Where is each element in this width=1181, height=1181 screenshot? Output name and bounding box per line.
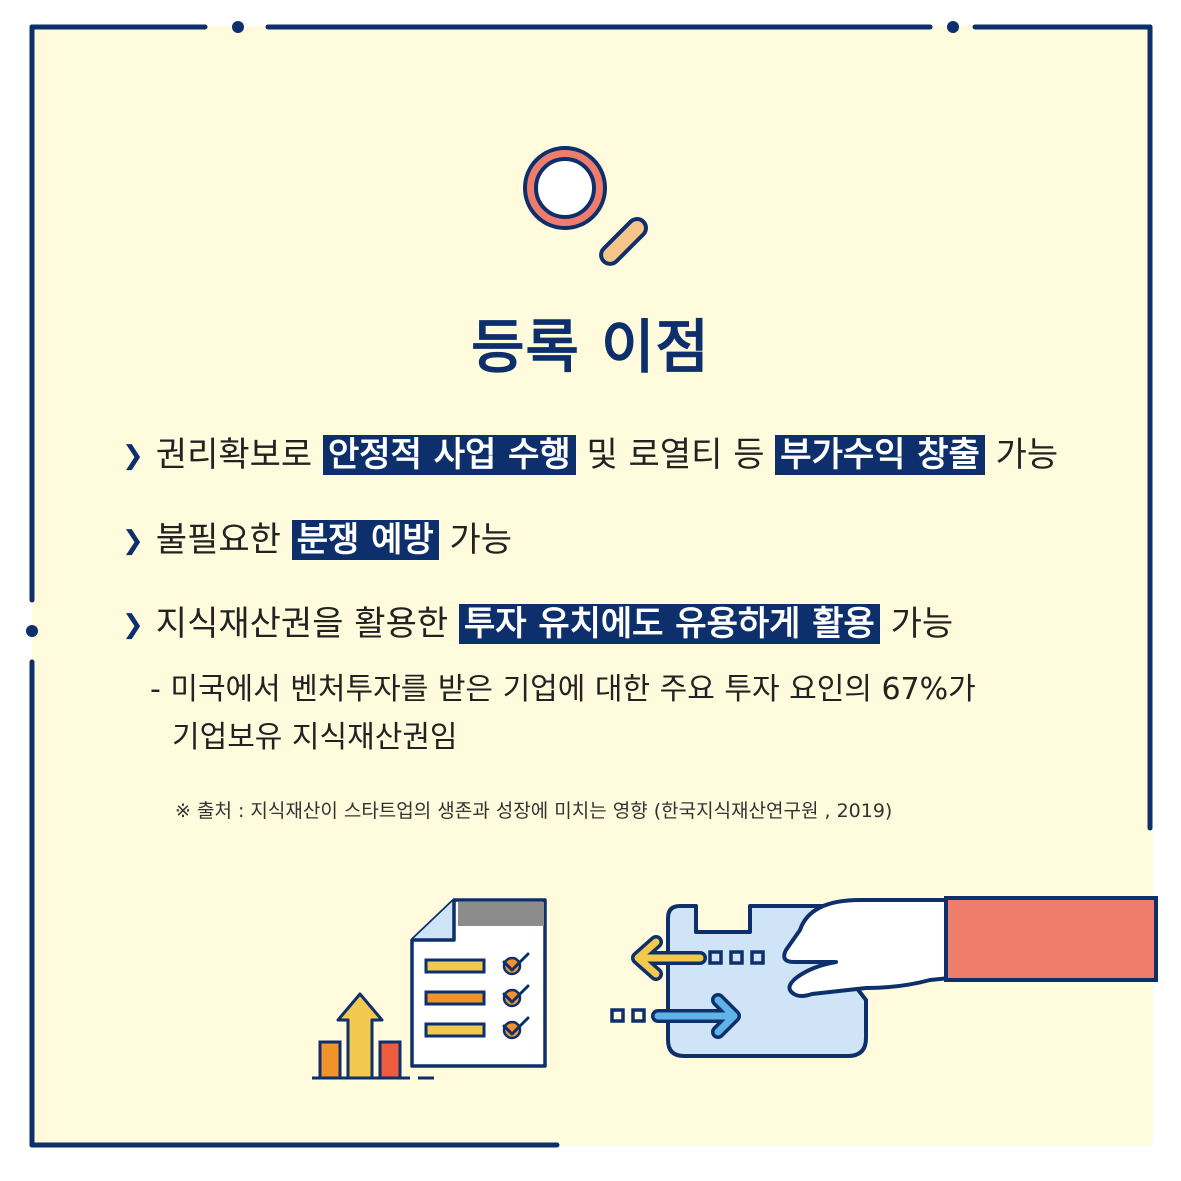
illustration-group [312, 896, 1158, 1080]
sub-note-line-2: 기업보유 지식재산권임 [172, 720, 458, 755]
bullet-text: 및 로열티 등 [575, 435, 776, 475]
bullet-text: 가능 [984, 435, 1059, 475]
bullet-item-3: ❯ 지식재산권을 활용한 투자 유치에도 유용하게 활용 가능 [122, 596, 953, 645]
checklist-document-icon [410, 898, 547, 1068]
chevron-right-icon: ❯ [122, 441, 144, 471]
bullet-highlight: 투자 유치에도 유용하게 활용 [458, 604, 880, 644]
bullet-item-2: ❯ 불필요한 분쟁 예방 가능 [122, 512, 512, 561]
bullet-text: 가능 [438, 520, 513, 560]
chevron-right-icon: ❯ [122, 526, 144, 556]
bullet-highlight: 부가수익 창출 [775, 435, 985, 475]
bullet-text: 권리확보로 [155, 435, 324, 475]
growth-bars-icon [312, 992, 434, 1080]
page-title: 등록 이점 [471, 313, 710, 381]
bullet-text: 지식재산권을 활용한 [155, 604, 459, 644]
magnifier-icon [523, 146, 648, 266]
bullet-item-1: ❯ 권리확보로 안정적 사업 수행 및 로열티 등 부가수익 창출 가능 [122, 427, 1058, 476]
bullet-highlight: 분쟁 예방 [291, 520, 439, 560]
chevron-right-icon: ❯ [122, 610, 144, 640]
bullet-text: 가능 [879, 604, 954, 644]
source-citation: ※ 출처 : 지식재산이 스타트업의 생존과 성장에 미치는 영향 (한국지식재… [175, 800, 893, 822]
bullet-highlight: 안정적 사업 수행 [323, 435, 576, 475]
bullet-text: 불필요한 [155, 520, 292, 560]
sub-note-line-1: - 미국에서 벤처투자를 받은 기업에 대한 주요 투자 요인의 67%가 [150, 672, 976, 707]
hand-card-exchange-icon [610, 896, 1158, 1058]
